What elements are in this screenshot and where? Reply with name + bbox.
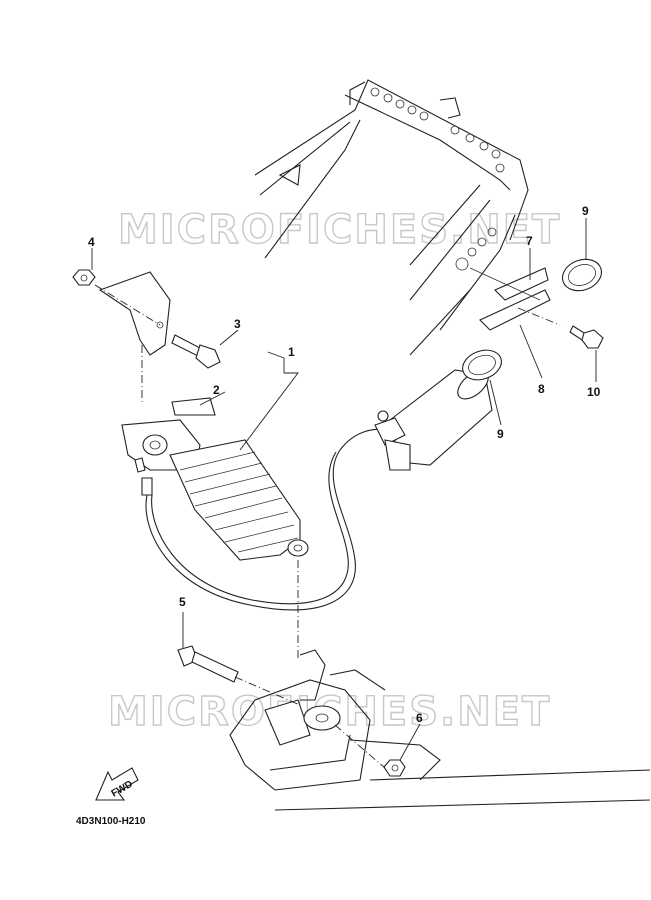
- leader-lines: [91, 218, 597, 761]
- band-clamp-9-lower: [462, 349, 502, 381]
- callout-3: 3: [234, 317, 241, 331]
- bolt-5: [177, 645, 239, 683]
- callout-9-lower: 9: [497, 427, 504, 441]
- watermark-top: MICROFICHES.NET: [118, 207, 561, 253]
- callout-8: 8: [538, 382, 545, 396]
- shock-absorber-1: [121, 419, 309, 561]
- fwd-arrow-icon: FWD: [95, 767, 139, 801]
- callout-10: 10: [587, 385, 601, 399]
- diagram-code: 4D3N100-H210: [76, 816, 146, 827]
- lower-mount: [229, 649, 651, 811]
- plate-bracket: [98, 271, 171, 356]
- frame-upper: [254, 79, 529, 356]
- reservoir-hose: [145, 428, 386, 611]
- callout-6: 6: [416, 711, 423, 725]
- callout-1: 1: [288, 345, 295, 359]
- callout-2: 2: [213, 383, 220, 397]
- nut-6: [383, 759, 406, 777]
- reservoir: [374, 369, 493, 471]
- bracket-7: [469, 267, 551, 331]
- callout-5: 5: [179, 595, 186, 609]
- callout-9-upper: 9: [582, 204, 589, 218]
- callout-7: 7: [526, 234, 533, 248]
- bolt-3: [171, 334, 221, 369]
- band-clamp-9-upper: [561, 258, 603, 292]
- label-2: [171, 397, 216, 416]
- callout-4: 4: [88, 235, 95, 249]
- bolt-10: [569, 325, 604, 349]
- nut-4: [72, 269, 96, 286]
